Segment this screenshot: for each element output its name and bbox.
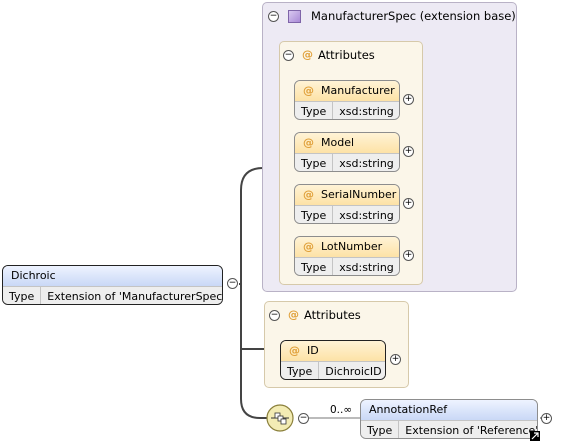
attribute-icon: @ xyxy=(303,188,314,201)
type-label: Type xyxy=(295,154,334,171)
arrow-glyph xyxy=(531,432,539,440)
type-label: Type xyxy=(281,362,320,379)
element-name: Dichroic xyxy=(3,266,222,286)
expand-manufacturer-toggle[interactable]: + xyxy=(403,94,414,105)
collapse-extension-attributes-toggle[interactable]: − xyxy=(283,50,294,61)
expand-id-toggle[interactable]: + xyxy=(390,354,401,365)
expand-serialnumber-toggle[interactable]: + xyxy=(403,198,414,209)
attribute-icon: @ xyxy=(303,136,314,149)
collapse-dichroic-toggle[interactable]: − xyxy=(227,278,238,289)
attribute-manufacturer[interactable]: @ Manufacturer Type xsd:string xyxy=(294,80,400,120)
extension-base-title: ManufacturerSpec (extension base) xyxy=(311,9,516,23)
collapse-sequence-toggle[interactable]: − xyxy=(298,413,309,424)
type-label: Type xyxy=(295,206,334,223)
collapse-extension-base-toggle[interactable]: − xyxy=(268,11,279,22)
type-value: xsd:string xyxy=(339,261,394,274)
attribute-name: ID xyxy=(307,344,319,357)
connector-to-attributes xyxy=(240,284,264,350)
element-annotationref[interactable]: AnnotationRef Type Extension of 'Referenc… xyxy=(360,399,538,439)
attribute-serialnumber[interactable]: @ SerialNumber Type xsd:string xyxy=(294,184,400,224)
type-label: Type xyxy=(361,421,400,438)
type-value: xsd:string xyxy=(339,105,394,118)
reference-arrow-icon xyxy=(530,431,540,441)
attribute-model[interactable]: @ Model Type xsd:string xyxy=(294,132,400,172)
attribute-group-icon: @ xyxy=(302,48,313,61)
root-element-dichroic[interactable]: Dichroic Type Extension of 'Manufacturer… xyxy=(2,265,223,305)
sequence-compositor-icon[interactable] xyxy=(266,404,294,432)
type-label: Type xyxy=(295,102,334,119)
attribute-icon: @ xyxy=(289,344,300,357)
attribute-group-icon: @ xyxy=(288,308,299,321)
expand-annotationref-toggle[interactable]: + xyxy=(541,413,552,424)
type-value: xsd:string xyxy=(339,209,394,222)
attribute-lotnumber[interactable]: @ LotNumber Type xsd:string xyxy=(294,236,400,276)
sequence-glyph xyxy=(266,404,294,432)
collapse-own-attributes-toggle[interactable]: − xyxy=(269,310,280,321)
expand-model-toggle[interactable]: + xyxy=(403,146,414,157)
attribute-id[interactable]: @ ID Type DichroicID xyxy=(280,340,386,380)
attribute-name: LotNumber xyxy=(321,240,383,253)
attribute-name: Manufacturer xyxy=(321,84,395,97)
type-label: Type xyxy=(295,258,334,275)
type-value: DichroicID xyxy=(325,365,382,378)
type-label: Type xyxy=(3,287,42,304)
complex-type-icon xyxy=(288,10,301,23)
attribute-icon: @ xyxy=(303,240,314,253)
own-attributes-title: Attributes xyxy=(304,308,361,322)
attribute-name: Model xyxy=(321,136,355,149)
type-value: xsd:string xyxy=(339,157,394,170)
extension-attributes-title: Attributes xyxy=(318,48,375,62)
element-name: AnnotationRef xyxy=(361,400,537,420)
attribute-icon: @ xyxy=(303,84,314,97)
type-value: Extension of 'Reference' xyxy=(405,424,538,437)
attribute-name: SerialNumber xyxy=(321,188,397,201)
connector-to-sequence xyxy=(240,349,268,419)
cardinality-label: 0..∞ xyxy=(330,404,353,416)
type-value: Extension of 'ManufacturerSpec' xyxy=(47,290,223,303)
expand-lotnumber-toggle[interactable]: + xyxy=(403,250,414,261)
